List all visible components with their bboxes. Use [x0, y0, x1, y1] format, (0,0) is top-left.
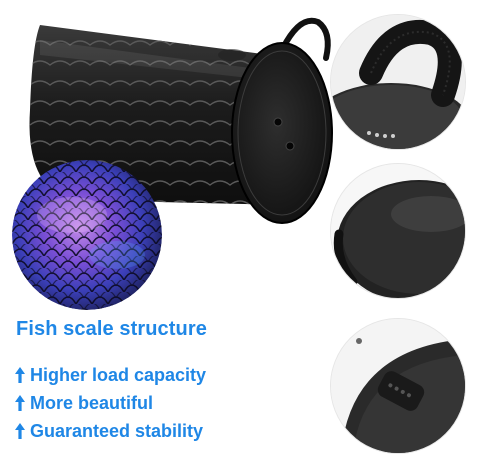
feature-item: Guaranteed stability	[14, 417, 206, 445]
seat-surface-closeup	[330, 163, 466, 299]
feature-item: Higher load capacity	[14, 361, 206, 389]
headline: Fish scale structure	[16, 318, 207, 340]
fish-scale-swatch	[12, 160, 162, 310]
handle-strap-closeup	[330, 14, 466, 150]
stool-product-image	[29, 17, 333, 224]
up-arrow-icon	[14, 394, 26, 412]
feature-list: Higher load capacity More beautiful Guar…	[14, 361, 206, 445]
feature-item: More beautiful	[14, 389, 206, 417]
lock-button-closeup	[330, 318, 466, 454]
feature-label: Higher load capacity	[30, 364, 207, 385]
up-arrow-icon	[14, 366, 26, 384]
up-arrow-icon	[14, 422, 26, 440]
feature-label: Guaranteed stability	[30, 420, 204, 441]
feature-label: More beautiful	[30, 392, 154, 413]
